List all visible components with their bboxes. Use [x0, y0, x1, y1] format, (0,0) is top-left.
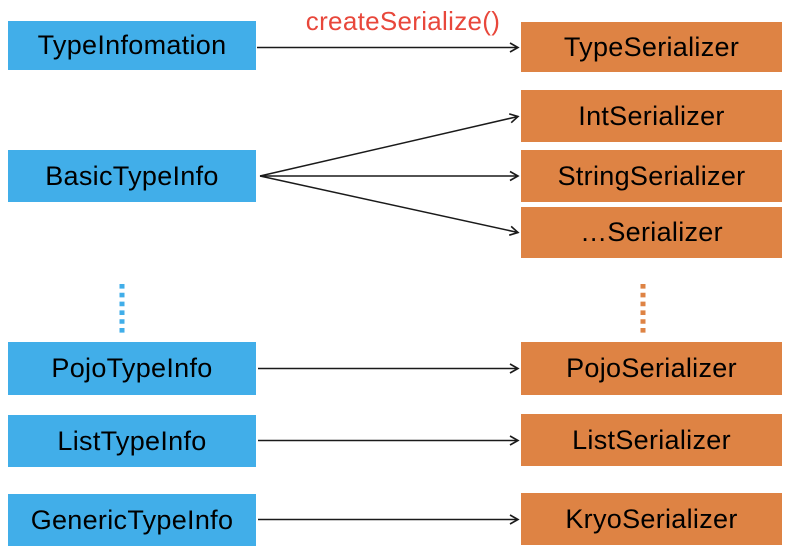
- node-pojotypeinfo: PojoTypeInfo: [8, 342, 256, 395]
- node-stringserializer: StringSerializer: [521, 150, 782, 202]
- node-typeinfomation: TypeInfomation: [8, 21, 256, 70]
- node-basictypeinfo: BasicTypeInfo: [8, 150, 256, 202]
- edge-basictypeinfo-intserializer: [259, 113, 520, 177]
- node-pojoserializer: PojoSerializer: [521, 342, 782, 395]
- node-typeserializer: TypeSerializer: [521, 22, 782, 72]
- node-listserializer: ListSerializer: [521, 414, 782, 466]
- edge-basictypeinfo-dotserializer: [259, 175, 520, 236]
- node-listtypeinfo: ListTypeInfo: [8, 415, 256, 467]
- node-kryoserializer: KryoSerializer: [521, 493, 782, 545]
- node-generictypeinfo: GenericTypeInfo: [8, 494, 256, 546]
- node-dotserializer: …Serializer: [521, 207, 782, 258]
- node-intserializer: IntSerializer: [521, 90, 782, 142]
- edge-method-label: createSerialize(): [305, 6, 501, 36]
